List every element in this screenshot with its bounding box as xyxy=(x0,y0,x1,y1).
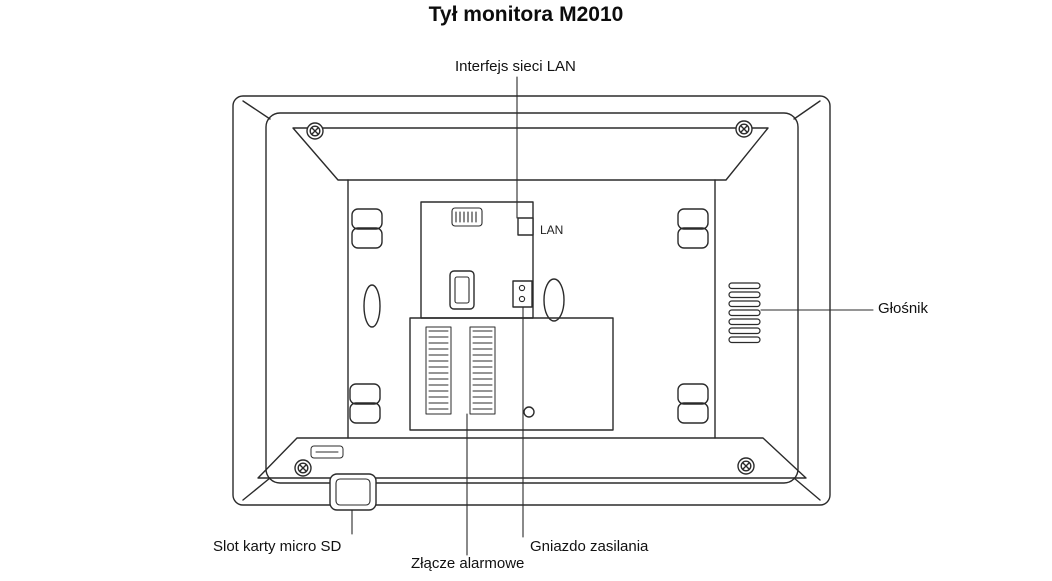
bracket-bottom-right xyxy=(677,383,709,424)
bracket-top-right xyxy=(677,208,709,249)
header-connector xyxy=(451,207,483,227)
brand-sticker xyxy=(310,445,344,459)
bevel-bottom-right xyxy=(793,477,821,501)
page-title-model: M2010 xyxy=(559,3,624,26)
alarm-terminal-block xyxy=(425,326,496,415)
bevel-top-right xyxy=(793,100,821,120)
pcb-upper xyxy=(420,201,534,319)
bottom-panel xyxy=(257,437,807,479)
usb-connector xyxy=(449,270,475,310)
sd-card-slot xyxy=(329,473,377,511)
screw-bottom-right xyxy=(737,457,755,475)
board-hole xyxy=(523,406,535,418)
shell-inner xyxy=(265,112,799,484)
label-sd-slot: Slot karty micro SD xyxy=(213,538,342,555)
top-panel xyxy=(292,127,769,181)
oval-opening-left xyxy=(363,284,381,328)
bevel-bottom-left xyxy=(242,477,271,501)
pcb-lower xyxy=(409,317,614,431)
label-alarm-connector: Złącze alarmowe xyxy=(411,555,525,572)
page-title: Tył monitora M2010 xyxy=(0,3,1052,27)
speaker-grille xyxy=(728,282,761,344)
label-lan-interface: Interfejs sieci LAN xyxy=(455,58,576,75)
bracket-top-left xyxy=(351,208,383,249)
shell-outer xyxy=(232,95,831,506)
lan-port xyxy=(517,217,534,236)
page-title-prefix: Tył monitora xyxy=(428,3,554,26)
screw-bottom-left xyxy=(294,459,312,477)
power-connector xyxy=(512,280,533,308)
screw-top-right xyxy=(735,120,753,138)
label-lan-port: LAN xyxy=(540,223,564,237)
screw-top-left xyxy=(306,122,324,140)
label-speaker: Głośnik xyxy=(878,300,929,317)
bevel-top-left xyxy=(242,100,271,120)
label-power-socket: Gniazdo zasilania xyxy=(530,538,649,555)
bracket-bottom-left xyxy=(349,383,381,424)
oval-opening-right xyxy=(543,278,565,322)
